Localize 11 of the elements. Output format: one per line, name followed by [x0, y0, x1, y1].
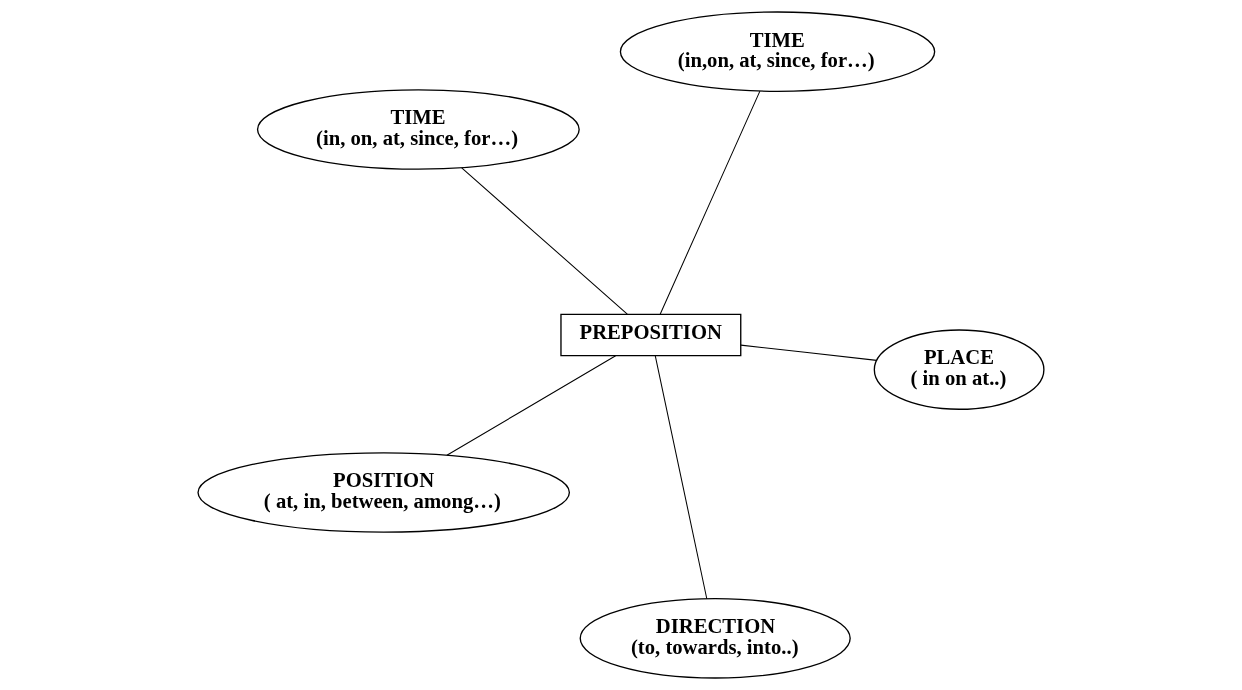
node-ellipse: DIRECTION (to, towards, into..) — [579, 598, 851, 679]
connector — [461, 167, 628, 315]
node-ellipse: POSITION ( at, in, between, among…) — [197, 452, 571, 533]
node-ellipse: TIME (in, on, at, since, for…) — [256, 89, 580, 170]
connector — [740, 344, 878, 361]
node-ellipse: TIME (in,on, at, since, for…) — [619, 11, 936, 92]
node-box: PREPOSITION — [560, 313, 742, 357]
node-ellipse: PLACE ( in on at..) — [873, 329, 1045, 410]
connector — [659, 90, 761, 315]
connector — [654, 355, 708, 600]
connector — [446, 355, 617, 456]
